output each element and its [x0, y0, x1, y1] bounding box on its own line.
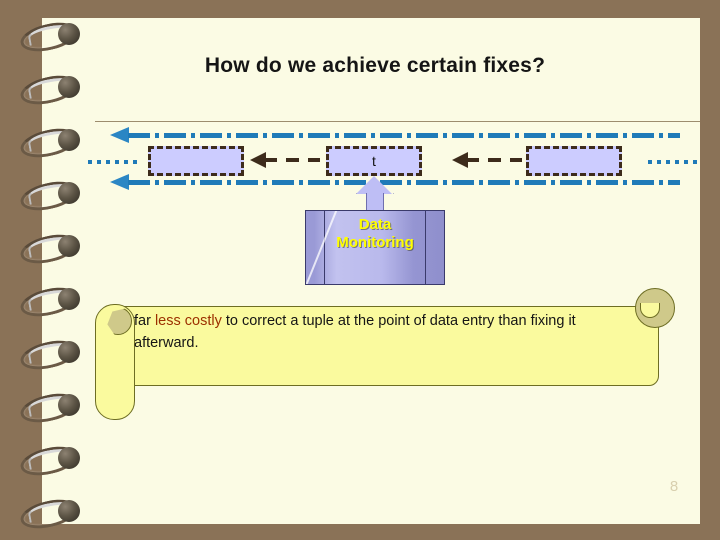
data-monitoring-box[interactable] — [305, 210, 445, 285]
binding-ring — [14, 494, 81, 534]
tuple-box-left[interactable] — [148, 146, 244, 176]
page-title: How do we achieve certain fixes? — [204, 54, 546, 77]
arrow-up-icon — [356, 176, 394, 211]
scroll-text-highlight: less costly — [154, 313, 222, 329]
binding-ring — [14, 441, 81, 481]
data-monitoring-line-2: Monitoring — [336, 233, 414, 251]
arrowhead-left-icon — [110, 174, 129, 190]
binding-ring — [14, 282, 81, 322]
feedback-arrow-top — [110, 127, 680, 143]
title-divider — [95, 121, 700, 122]
ellipsis-left — [88, 160, 137, 164]
binding-ring — [14, 388, 81, 428]
ellipsis-right — [648, 160, 697, 164]
connector-arrow-left — [250, 152, 320, 168]
tuple-box-center[interactable] — [326, 146, 422, 176]
data-monitoring-line-1: Data — [358, 216, 392, 233]
tuple-box-right[interactable] — [526, 146, 622, 176]
data-monitoring-label: Data Monitoring — [305, 210, 445, 285]
scroll-roll-right — [635, 288, 675, 328]
arrowhead-left-icon — [452, 152, 468, 168]
binding-ring — [14, 70, 81, 110]
binding-ring — [14, 17, 81, 57]
arrowhead-left-icon — [110, 127, 129, 143]
page-number: 8 — [669, 478, 679, 495]
arrowhead-left-icon — [250, 152, 266, 168]
feedback-arrow-bottom — [110, 174, 680, 190]
scroll-sheet — [117, 306, 659, 386]
binding-ring — [14, 229, 81, 269]
binding-ring — [14, 123, 81, 163]
spiral-binding — [0, 0, 90, 540]
scroll-text-before: far — [134, 313, 155, 329]
scroll-text: far less costly to correct a tuple at th… — [134, 310, 644, 355]
connector-arrow-right — [452, 152, 522, 168]
tuple-box-center-label: t — [372, 153, 376, 169]
binding-ring — [14, 335, 81, 375]
scroll-text-after: to correct a tuple at the point of data … — [134, 313, 576, 352]
binding-ring — [14, 176, 81, 216]
scroll-roll-left — [95, 304, 135, 420]
scroll-banner — [95, 288, 675, 420]
